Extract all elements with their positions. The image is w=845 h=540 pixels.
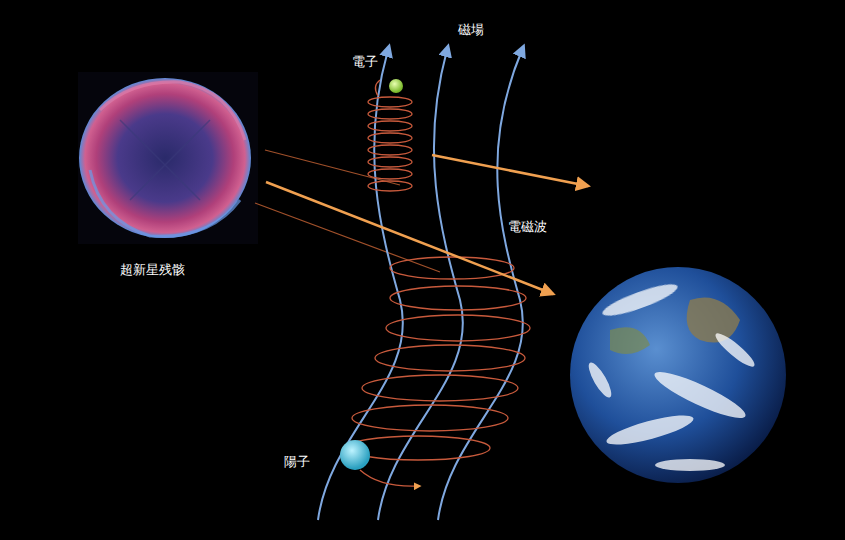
proton-label: 陽子 [284, 454, 310, 470]
electron-dot [389, 79, 403, 93]
electron-spiral [368, 80, 412, 191]
wave-label: 電磁波 [508, 219, 547, 235]
remnant-label: 超新星残骸 [120, 262, 185, 278]
supernova-remnant [78, 72, 258, 244]
electron-label: 電子 [352, 54, 378, 70]
ray-lines [255, 150, 440, 272]
em-wave-arrows [266, 155, 588, 294]
magnetic-field-lines [318, 50, 523, 520]
earth [570, 267, 786, 483]
proton-spiral [346, 257, 530, 486]
proton-sphere [340, 440, 370, 470]
field-label: 磁場 [458, 22, 484, 38]
